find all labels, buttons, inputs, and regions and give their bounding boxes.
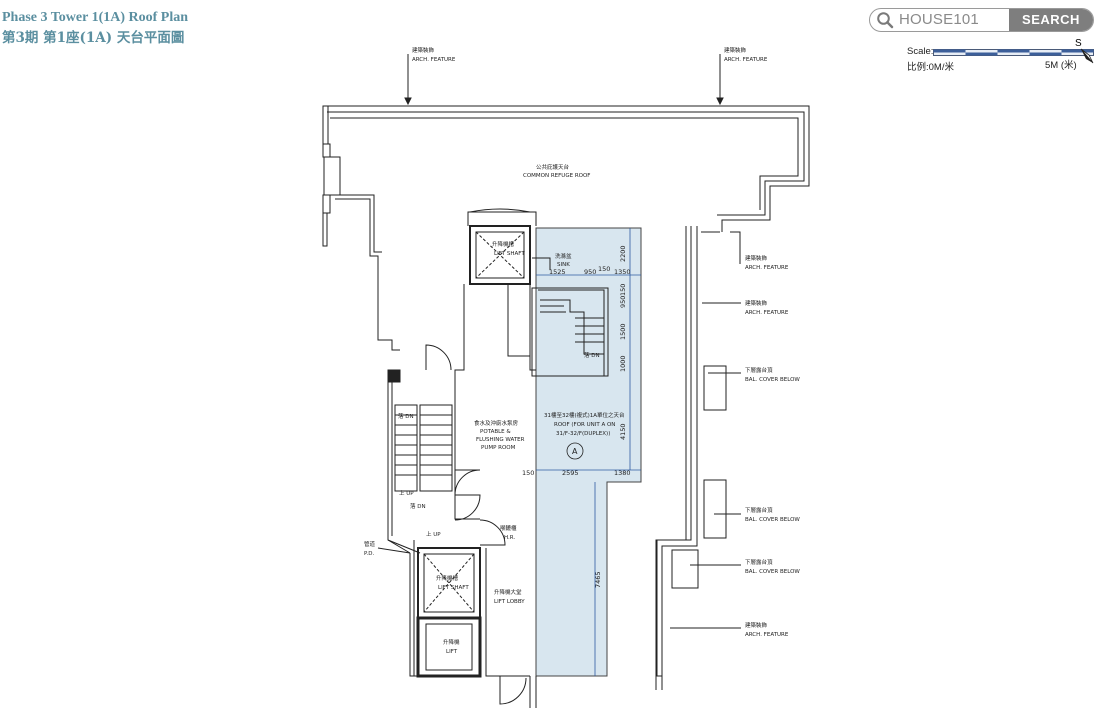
- roof-a-marker-circle: [566, 442, 584, 460]
- scale-end-label: 5M (米): [1045, 60, 1077, 71]
- label-stair-dn-3: 落 DN: [410, 502, 426, 510]
- label-bal-cover-2-en: BAL. COVER BELOW: [745, 517, 800, 523]
- compass-arrow-icon: [1080, 48, 1094, 64]
- label-stair-dn-2: 落 DN: [398, 412, 414, 420]
- label-lift-lobby-zh: 升降機大堂: [494, 588, 522, 596]
- label-arch-feature-top-left-zh: 建築裝飾: [412, 46, 435, 54]
- label-pd-en: P.D.: [364, 551, 374, 557]
- dim-7465: 7465: [594, 571, 602, 588]
- label-stair-up: 上 UP: [399, 489, 414, 497]
- dim-950b: 950: [619, 296, 627, 308]
- dim-1500: 1500: [619, 323, 627, 340]
- label-hr-en: H.R.: [504, 535, 515, 541]
- dim-1380: 1380: [614, 469, 631, 477]
- label-arch-feature-r1-zh: 建築裝飾: [745, 254, 768, 262]
- dim-1350: 1350: [614, 268, 631, 276]
- search-bar[interactable]: HOUSE101 SEARCH: [869, 8, 1094, 32]
- label-lift-zh: 升降機: [443, 638, 460, 646]
- title-chinese: 第3期 第1座(1A) 天台平面圖: [2, 30, 185, 46]
- label-roof-a-zh: 31樓至32樓(複式)1A單位之天台: [544, 411, 625, 419]
- search-input[interactable]: HOUSE101: [899, 11, 979, 28]
- label-hr-zh: 喉轆櫃: [500, 524, 517, 532]
- label-bal-cover-2-zh: 下層露台頂: [745, 506, 773, 514]
- label-common-refuge-en: COMMON REFUGE ROOF: [523, 173, 590, 179]
- label-pump-room-en2: FLUSHING WATER: [476, 437, 525, 443]
- label-pump-room-en1: POTABLE &: [480, 429, 511, 435]
- label-arch-feature-r2-zh: 建築裝飾: [745, 299, 768, 307]
- label-bal-cover-1-en: BAL. COVER BELOW: [745, 377, 800, 383]
- dim-1525: 1525: [549, 268, 566, 276]
- label-lift-shaft-top-zh: 升降機槽: [492, 240, 515, 248]
- search-button[interactable]: SEARCH: [1009, 9, 1093, 31]
- scale-label: Scale:: [907, 46, 934, 57]
- label-lift-shaft-2-en: LIFT SHAFT: [438, 585, 469, 591]
- dim-2200: 2200: [619, 245, 627, 262]
- label-bal-cover-3-zh: 下層露台頂: [745, 558, 773, 566]
- label-pump-room-zh: 食水及沖廁水泵房: [474, 419, 519, 427]
- scale-graphic: [933, 49, 1094, 56]
- label-lift-en: LIFT: [446, 649, 458, 655]
- label-common-refuge-zh: 公共庇護天台: [536, 163, 570, 171]
- walls: [322, 105, 810, 708]
- label-bal-cover-1-zh: 下層露台頂: [745, 366, 773, 374]
- dim-2595: 2595: [562, 469, 579, 477]
- label-roof-a-en1: ROOF (FOR UNIT A ON: [554, 422, 615, 428]
- label-sink-en: SINK: [557, 262, 570, 268]
- label-arch-feature-r2-en: ARCH. FEATURE: [745, 310, 789, 316]
- label-arch-feature-r3-en: ARCH. FEATURE: [745, 632, 789, 638]
- dim-150b: 150: [619, 284, 627, 296]
- label-stair-up-2: 上 UP: [426, 530, 441, 538]
- label-roof-a-en2: 31/F-32/F(DUPLEX)): [556, 431, 610, 437]
- label-lift-shaft-2-zh: 升降機槽: [436, 574, 459, 582]
- label-stair-dn-1: 落 DN: [584, 351, 600, 359]
- label-lift-shaft-top-en: LIFT SHAFT: [494, 251, 525, 257]
- label-arch-feature-top-right-zh: 建築裝飾: [724, 46, 747, 54]
- roof-a-marker: A: [572, 447, 578, 456]
- dim-150a: 150: [598, 265, 610, 273]
- page-title: Phase 3 Tower 1(1A) Roof Plan 第3期 第1座(1A…: [2, 8, 188, 48]
- label-pump-room-en3: PUMP ROOM: [481, 445, 516, 451]
- label-arch-feature-r1-en: ARCH. FEATURE: [745, 265, 789, 271]
- label-pd-zh: 管道: [364, 540, 376, 548]
- dim-4150: 4150: [619, 423, 627, 440]
- label-bal-cover-3-en: BAL. COVER BELOW: [745, 569, 800, 575]
- dim-150c: 150: [522, 469, 534, 477]
- label-lift-lobby-en: LIFT LOBBY: [494, 599, 525, 605]
- scale-start-label: 比例:0M/米: [907, 62, 954, 73]
- compass-label: S: [1075, 38, 1082, 49]
- title-english: Phase 3 Tower 1(1A) Roof Plan: [2, 10, 189, 25]
- label-arch-feature-top-left-en: ARCH. FEATURE: [412, 57, 456, 63]
- compass: S: [1073, 38, 1099, 68]
- dim-1000: 1000: [619, 355, 627, 372]
- label-arch-feature-r3-zh: 建築裝飾: [745, 621, 768, 629]
- search-icon: [877, 12, 894, 29]
- dim-950a: 950: [584, 268, 596, 276]
- label-arch-feature-top-right-en: ARCH. FEATURE: [724, 57, 768, 63]
- label-sink-zh: 洗滌盆: [555, 252, 572, 260]
